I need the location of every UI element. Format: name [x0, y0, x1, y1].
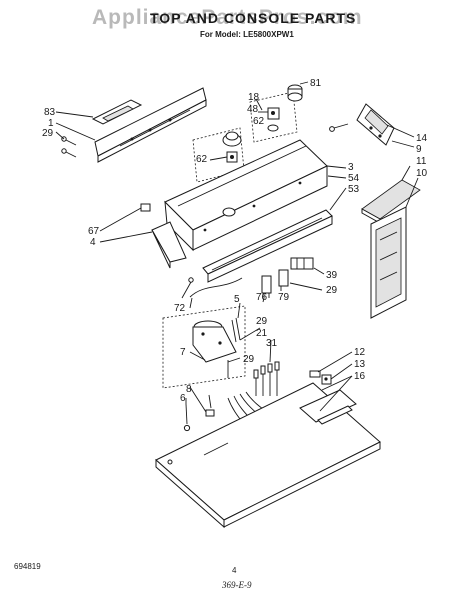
callout-12: 12 — [354, 347, 366, 358]
callout-62a: 62 — [253, 116, 265, 127]
callout-11: 11 — [416, 156, 427, 167]
model-subtitle: For Model: LE5800XPW1 — [200, 30, 294, 39]
leader-lines — [55, 81, 419, 413]
page-number: 4 — [232, 566, 237, 575]
part-31-wire-connectors — [227, 360, 280, 396]
callout-39: 39 — [326, 270, 338, 281]
callout-7: 7 — [180, 347, 186, 358]
callout-79: 79 — [278, 292, 290, 303]
part-76-switch — [261, 275, 272, 298]
part-8-screw — [205, 394, 215, 417]
callout-48: 48 — [247, 104, 259, 115]
callout-76: 76 — [256, 292, 268, 303]
part-54-console-panel — [164, 139, 328, 252]
callout-labels: 83 1 29 18 48 62 81 14 9 11 10 3 54 53 6… — [42, 78, 428, 404]
part-62-switch-box-right — [249, 91, 298, 143]
part-4-end-cap — [140, 203, 187, 269]
part-29-screws-left — [61, 136, 77, 158]
part-10-lint-screen — [370, 206, 407, 319]
part-79-switch — [278, 269, 289, 291]
part-72-lead-wire — [188, 277, 243, 298]
handwritten-note: 369-E-9 — [222, 580, 252, 590]
callout-8: 8 — [186, 384, 192, 395]
callout-31: 31 — [266, 338, 278, 349]
callout-1: 1 — [48, 118, 54, 129]
callout-83: 83 — [44, 107, 56, 118]
part-39-terminal-block — [290, 257, 314, 270]
callout-81: 81 — [310, 78, 322, 89]
callout-21: 21 — [256, 328, 268, 339]
callout-53: 53 — [348, 184, 360, 195]
callout-29d: 29 — [243, 354, 255, 365]
part-83-plate — [91, 99, 143, 125]
callout-67: 67 — [88, 226, 100, 237]
callout-29c: 29 — [256, 316, 268, 327]
diagram-title: TOP AND CONSOLE PARTS — [150, 10, 357, 26]
part-81-knob — [287, 84, 303, 102]
callout-18: 18 — [248, 92, 260, 103]
callout-16: 16 — [354, 371, 366, 382]
callout-29b: 29 — [326, 285, 338, 296]
part-cabinet-top — [155, 382, 381, 529]
footer-code: 694819 — [14, 562, 41, 571]
part-62-switch-box-left — [192, 127, 245, 183]
part-12-hinge-hardware — [309, 370, 332, 385]
part-9-right-bracket — [329, 103, 395, 146]
watermark: AppliancePartsPros.com — [92, 6, 363, 29]
part-6-screw — [183, 403, 191, 432]
callout-72: 72 — [174, 303, 186, 314]
callout-4: 4 — [90, 237, 96, 248]
callout-9: 9 — [416, 144, 422, 155]
callout-13: 13 — [354, 359, 366, 370]
callout-10: 10 — [416, 168, 428, 179]
callout-62b: 62 — [196, 154, 208, 165]
callout-5: 5 — [234, 294, 240, 305]
callout-6: 6 — [180, 393, 186, 404]
part-5-timer-assembly — [162, 305, 246, 389]
callout-3: 3 — [348, 162, 354, 173]
callout-29a: 29 — [42, 128, 54, 139]
callout-14: 14 — [416, 133, 428, 144]
part-1-bracket — [94, 87, 207, 163]
part-53-console-rear-panel — [202, 209, 333, 283]
callout-54: 54 — [348, 173, 360, 184]
